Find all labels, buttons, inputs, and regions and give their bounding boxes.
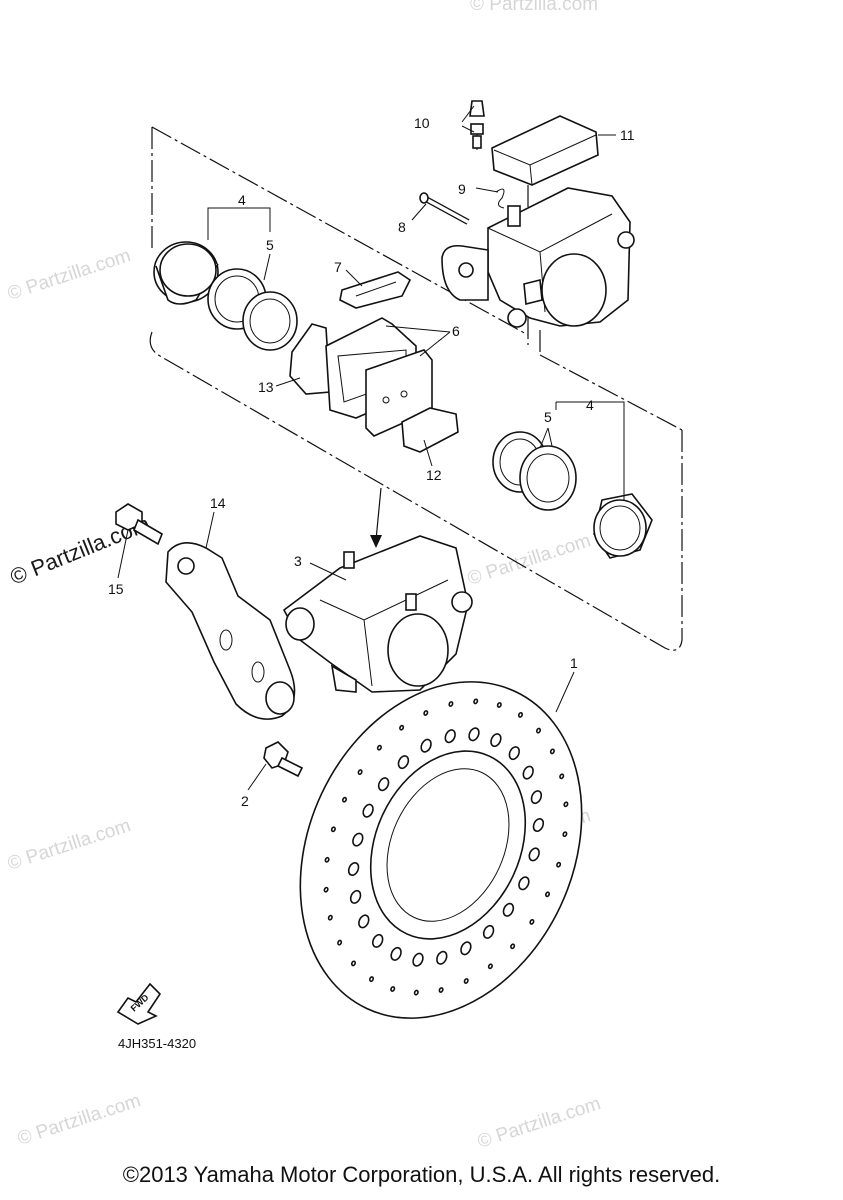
callout-12: 12 — [426, 467, 442, 483]
disc-hole — [390, 946, 402, 961]
callout-4-upper: 4 — [238, 192, 246, 208]
callout-7: 7 — [334, 259, 342, 275]
callouts: 1 2 3 4 4 5 5 6 7 8 9 10 11 12 13 14 15 — [108, 115, 635, 809]
callout-5-lower: 5 — [544, 409, 552, 425]
disc-hole — [518, 876, 530, 891]
disc-hole — [397, 755, 410, 770]
callout-4-lower: 4 — [586, 397, 594, 413]
callout-13: 13 — [258, 379, 274, 395]
disc-hole — [530, 790, 543, 805]
callout-11: 11 — [620, 127, 635, 143]
watermark-2: © Partzilla.com — [5, 245, 133, 305]
piston-seals-left — [153, 241, 298, 351]
disc-hole — [463, 978, 469, 984]
copyright-notice: ©2013 Yamaha Motor Corporation, U.S.A. A… — [122, 1162, 721, 1187]
disc-hole — [444, 729, 456, 744]
disc-hole — [510, 943, 516, 950]
disc-hole — [347, 862, 360, 876]
disc-hole — [460, 941, 472, 956]
callout-3: 3 — [294, 553, 302, 569]
disc-hole — [438, 987, 444, 993]
disc-hole — [487, 963, 493, 970]
disc-hole — [376, 744, 382, 751]
disc-hole — [423, 710, 429, 716]
fwd-arrow: FWD — [116, 982, 162, 1025]
disc-hole — [556, 861, 562, 868]
disc-hole — [468, 727, 480, 742]
disc-hole — [323, 886, 329, 893]
disc-hole — [473, 698, 479, 705]
disc-hole — [563, 801, 569, 808]
callout-5-upper: 5 — [266, 237, 274, 253]
bolt-15 — [115, 503, 163, 546]
shim-13 — [289, 323, 331, 395]
disc-hole — [522, 765, 534, 780]
disc-hole — [352, 832, 364, 847]
caliper-body-upper — [441, 187, 635, 328]
disc-hole — [529, 918, 535, 925]
disc-hole — [368, 976, 375, 983]
disc-hole — [448, 701, 454, 707]
disc-hole — [482, 924, 495, 939]
callout-10: 10 — [414, 115, 430, 131]
watermark-4: © Partzilla.com — [5, 815, 133, 875]
disc-hole — [535, 727, 542, 734]
shim-12 — [401, 407, 459, 453]
disc-hole — [559, 773, 565, 780]
watermark-6: © Partzilla.com — [15, 1090, 143, 1150]
bolt-2 — [263, 741, 304, 778]
disc-hole — [549, 748, 555, 755]
disc-hole — [436, 950, 448, 965]
disc-hole — [496, 702, 502, 708]
disc-hole — [349, 889, 362, 904]
disc-hole — [528, 847, 540, 862]
disc-hole — [324, 856, 330, 863]
disc-hole — [350, 960, 357, 967]
disc-hole — [362, 803, 374, 818]
disc-hole — [341, 796, 348, 803]
diagram-code: 4JH351-4320 — [118, 1036, 197, 1051]
disc-hole — [371, 933, 384, 948]
leader-lines — [117, 105, 625, 791]
disc-hole — [532, 818, 545, 832]
disc-hole — [544, 891, 551, 898]
disc-hole — [337, 939, 343, 946]
disc-hole — [413, 989, 419, 996]
pad-spring-7 — [339, 271, 412, 309]
disc-hole — [377, 777, 390, 792]
disc-hole — [517, 711, 524, 718]
caliper-bracket-14 — [165, 542, 296, 720]
disc-hole — [412, 952, 424, 967]
bleed-screw-10 — [469, 100, 485, 150]
disc-hole — [562, 831, 568, 838]
disc-hole — [502, 902, 515, 917]
disc-hole — [357, 769, 363, 776]
callout-1: 1 — [570, 655, 578, 671]
brake-disc-1 — [299, 681, 583, 1019]
callout-8: 8 — [398, 219, 406, 235]
pad-pin-8 — [419, 192, 470, 225]
disc-hole — [330, 826, 336, 833]
caliper-cover-11 — [491, 115, 599, 186]
watermark-3: © Partzilla.com — [465, 530, 593, 590]
disc-holes — [323, 698, 569, 996]
piston-seals-right — [492, 431, 653, 559]
disc-hole — [420, 738, 432, 753]
disc-hole — [390, 986, 396, 992]
callout-14: 14 — [210, 495, 226, 511]
disc-hole — [399, 724, 405, 731]
callout-15: 15 — [108, 581, 124, 597]
disc-hole — [490, 733, 502, 748]
callout-6: 6 — [452, 323, 460, 339]
watermark-1: © Partzilla.com — [470, 0, 598, 15]
caliper-assembly-3 — [282, 535, 473, 693]
callout-2: 2 — [241, 793, 249, 809]
disc-hole — [508, 746, 521, 761]
callout-9: 9 — [458, 181, 466, 197]
watermark-7: © Partzilla.com — [475, 1093, 603, 1153]
disc-hole — [327, 914, 333, 921]
clip-9 — [495, 188, 505, 209]
disc-hole — [358, 914, 370, 929]
